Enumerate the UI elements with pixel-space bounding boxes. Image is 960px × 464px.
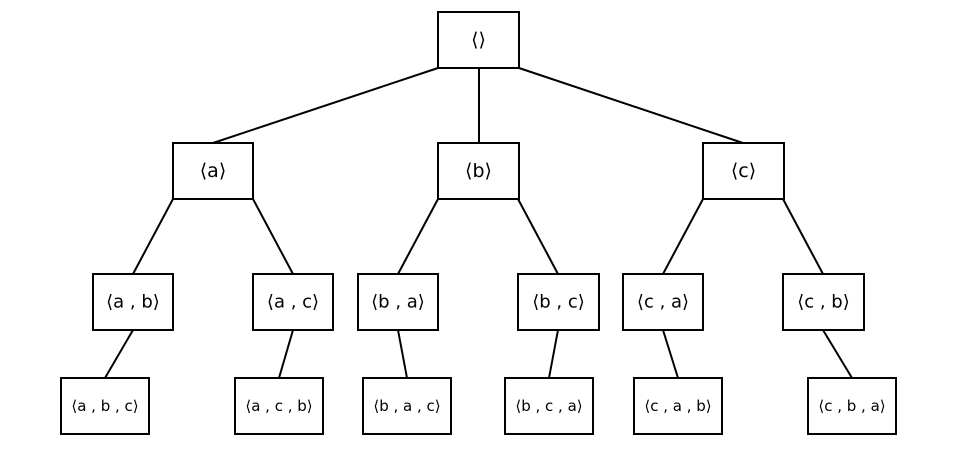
node-label: ⟨a⟩ (200, 160, 226, 182)
tree-edge-b-c-a (548, 329, 559, 379)
tree-node-a-c-b: ⟨a , c , b⟩ (234, 377, 324, 435)
tree-node-empty: ⟨⟩ (437, 11, 520, 69)
node-label: ⟨a , b , c⟩ (71, 397, 138, 415)
node-label: ⟨b , c⟩ (532, 292, 585, 313)
tree-node-c: ⟨c⟩ (702, 142, 785, 200)
tree-node-a: ⟨a⟩ (172, 142, 254, 200)
tree-node-c-b-a: ⟨c , b , a⟩ (807, 377, 897, 435)
node-box (504, 377, 594, 435)
node-label: ⟨b , a , c⟩ (373, 397, 440, 415)
tree-node-b-a: ⟨b , a⟩ (357, 273, 439, 331)
tree-node-b: ⟨b⟩ (437, 142, 520, 200)
node-box (60, 377, 150, 435)
tree-edge-c-a-b (662, 329, 679, 379)
node-box (172, 142, 254, 200)
tree-edge-c-b (782, 198, 824, 275)
node-box (622, 273, 704, 331)
tree-edge-a (212, 67, 439, 144)
tree-node-b-c-a: ⟨b , c , a⟩ (504, 377, 594, 435)
node-box (362, 377, 452, 435)
tree-node-a-b: ⟨a , b⟩ (92, 273, 174, 331)
node-label: ⟨c , b⟩ (797, 292, 850, 313)
node-box (234, 377, 324, 435)
node-box (252, 273, 334, 331)
node-box (782, 273, 865, 331)
node-box (357, 273, 439, 331)
tree-node-b-a-c: ⟨b , a , c⟩ (362, 377, 452, 435)
tree-node-a-b-c: ⟨a , b , c⟩ (60, 377, 150, 435)
tree-node-b-c: ⟨b , c⟩ (517, 273, 600, 331)
tree-node-a-c: ⟨a , c⟩ (252, 273, 334, 331)
node-box (437, 142, 520, 200)
node-box (633, 377, 723, 435)
node-label: ⟨c , b , a⟩ (818, 397, 885, 415)
tree-edge-c-a (662, 198, 704, 275)
tree-edge-c (518, 67, 744, 144)
node-box (807, 377, 897, 435)
node-box (92, 273, 174, 331)
tree-edge-c-b-a (822, 329, 853, 379)
tree-node-c-a: ⟨c , a⟩ (622, 273, 704, 331)
tree-edge-b-a (397, 198, 439, 275)
tree-edge-a-b (132, 198, 174, 275)
node-label: ⟨a , b⟩ (106, 292, 160, 313)
node-label: ⟨c⟩ (731, 160, 756, 182)
tree-edge-b-c (517, 198, 559, 275)
node-box (437, 11, 520, 69)
tree-edges (104, 67, 853, 379)
node-label: ⟨⟩ (471, 29, 486, 51)
node-label: ⟨b⟩ (465, 160, 492, 182)
tree-node-c-a-b: ⟨c , a , b⟩ (633, 377, 723, 435)
node-box (702, 142, 785, 200)
node-box (517, 273, 600, 331)
node-label: ⟨a , c⟩ (267, 292, 319, 313)
tree-edge-a-b-c (104, 329, 134, 379)
tree-edge-b-a-c (397, 329, 408, 379)
tree-edge-a-c-b (278, 329, 294, 379)
tree-node-c-b: ⟨c , b⟩ (782, 273, 865, 331)
node-label: ⟨b , c , a⟩ (515, 397, 582, 415)
node-label: ⟨a , c , b⟩ (245, 397, 312, 415)
tree-edge-a-c (252, 198, 294, 275)
tree-nodes: ⟨⟩ ⟨a⟩ ⟨a , b⟩ ⟨a , b , c⟩ ⟨a , c⟩ ⟨a , c , b… (60, 11, 897, 435)
node-label: ⟨b , a⟩ (371, 292, 425, 313)
node-label: ⟨c , a⟩ (637, 292, 689, 313)
node-label: ⟨c , a , b⟩ (644, 397, 711, 415)
